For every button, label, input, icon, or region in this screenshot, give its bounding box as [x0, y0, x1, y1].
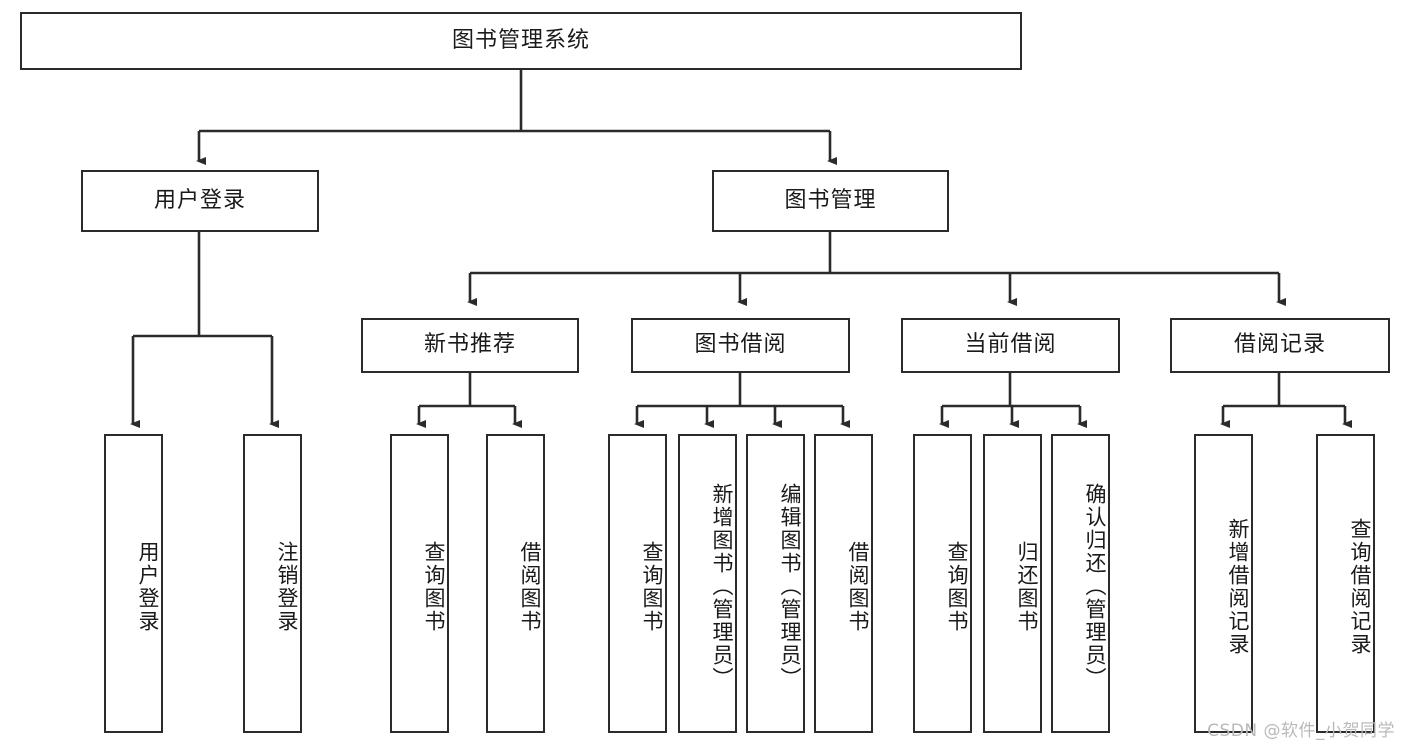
leaf-records-add-record[interactable]: 新增借阅记录 — [1194, 434, 1253, 733]
node-borrowing-records[interactable]: 借阅记录 — [1170, 318, 1390, 373]
node-label: 查询图书 — [422, 540, 446, 633]
leaf-borrow-add-book-admin[interactable]: 新增图书（管理员） — [678, 434, 737, 733]
node-label: 新书推荐 — [423, 332, 516, 358]
node-label: 借阅记录 — [1233, 332, 1326, 358]
node-label: 确认归还（管理员） — [1083, 483, 1107, 690]
leaf-borrow-query-book[interactable]: 查询图书 — [608, 434, 667, 733]
node-label: 借阅图书 — [846, 540, 870, 633]
node-label: 注销登录 — [275, 540, 299, 633]
node-label: 查询图书 — [640, 540, 664, 633]
node-current-borrowing[interactable]: 当前借阅 — [901, 318, 1120, 373]
leaf-new-book-query[interactable]: 查询图书 — [390, 434, 449, 733]
leaf-records-query-record[interactable]: 查询借阅记录 — [1316, 434, 1375, 733]
leaf-current-confirm-return-admin[interactable]: 确认归还（管理员） — [1051, 434, 1110, 733]
node-label: 新增借阅记录 — [1226, 517, 1250, 656]
node-book-management[interactable]: 图书管理 — [712, 170, 949, 232]
node-root-book-management-system[interactable]: 图书管理系统 — [20, 12, 1022, 70]
leaf-user-login-logout[interactable]: 注销登录 — [243, 434, 302, 733]
node-new-book-recommendation[interactable]: 新书推荐 — [361, 318, 579, 373]
node-label: 图书借阅 — [694, 332, 787, 358]
node-label: 查询图书 — [945, 540, 969, 633]
leaf-current-return-book[interactable]: 归还图书 — [983, 434, 1042, 733]
node-book-borrowing[interactable]: 图书借阅 — [631, 318, 850, 373]
node-label: 图书管理 — [784, 187, 877, 213]
leaf-borrow-borrow-book[interactable]: 借阅图书 — [814, 434, 873, 733]
node-label: 用户登录 — [153, 187, 246, 213]
leaf-user-login-login[interactable]: 用户登录 — [104, 434, 163, 733]
watermark-text: CSDN @软件_小贺同学 — [1207, 721, 1395, 741]
node-label: 查询借阅记录 — [1348, 517, 1372, 656]
node-label: 当前借阅 — [964, 332, 1057, 358]
node-label: 编辑图书（管理员） — [778, 483, 802, 690]
node-label: 借阅图书 — [518, 540, 542, 633]
leaf-borrow-edit-book-admin[interactable]: 编辑图书（管理员） — [746, 434, 805, 733]
leaf-new-book-borrow[interactable]: 借阅图书 — [486, 434, 545, 733]
node-label: 归还图书 — [1015, 540, 1039, 633]
node-label: 图书管理系统 — [451, 27, 590, 53]
node-user-login[interactable]: 用户登录 — [81, 170, 319, 232]
node-label: 新增图书（管理员） — [710, 483, 734, 690]
node-label: 用户登录 — [136, 540, 160, 633]
leaf-current-query-book[interactable]: 查询图书 — [913, 434, 972, 733]
